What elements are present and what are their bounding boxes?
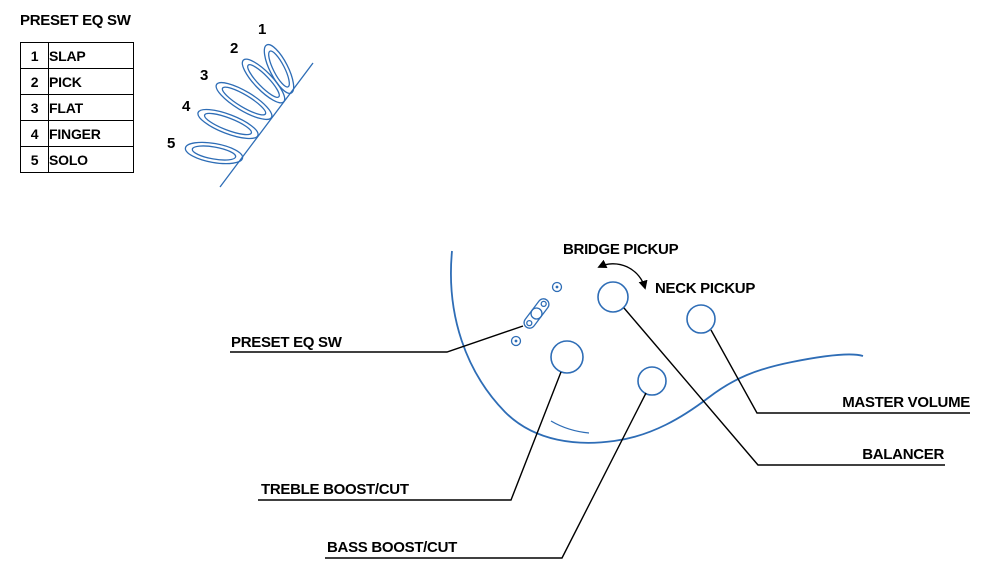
label-neck-pickup: NECK PICKUP bbox=[655, 280, 756, 297]
position-number-cell: 5 bbox=[20, 146, 49, 173]
table-row: 3 FLAT bbox=[20, 94, 134, 121]
label-bass-boost-cut: BASS BOOST/CUT bbox=[327, 539, 457, 556]
switch-position-number-1: 1 bbox=[258, 21, 267, 38]
body-outline bbox=[450, 250, 864, 444]
leader-bass bbox=[325, 392, 647, 559]
label-bridge-pickup: BRIDGE PICKUP bbox=[563, 241, 679, 258]
switch-axis-line bbox=[219, 62, 314, 188]
leader-master-volume bbox=[710, 329, 970, 414]
switch-position-number-3: 3 bbox=[200, 67, 209, 84]
leader-preset-eq-sw bbox=[230, 325, 524, 353]
leader-treble bbox=[258, 371, 562, 501]
label-master-volume: MASTER VOLUME bbox=[842, 394, 970, 411]
switch-position-number-2: 2 bbox=[230, 40, 239, 57]
position-number-cell: 4 bbox=[20, 120, 49, 147]
switch-petal-2 bbox=[241, 58, 286, 104]
label-balancer: BALANCER bbox=[862, 446, 944, 463]
preset-eq-table: 1 SLAP 2 PICK 3 FLAT 4 FINGER 5 SOLO bbox=[20, 42, 134, 173]
rotation-arrow bbox=[597, 259, 648, 290]
position-number-cell: 3 bbox=[20, 94, 49, 121]
position-name-cell: FLAT bbox=[48, 94, 134, 121]
switch-position-number-4: 4 bbox=[182, 98, 191, 115]
rotary-switch-fan bbox=[184, 43, 314, 188]
screw-icon bbox=[510, 335, 522, 347]
screw-icon bbox=[551, 281, 563, 293]
position-number-cell: 1 bbox=[20, 42, 49, 69]
switch-position-number-5: 5 bbox=[167, 135, 176, 152]
leader-balancer bbox=[623, 307, 945, 466]
label-preset-eq-sw: PRESET EQ SW bbox=[231, 334, 342, 351]
jack-plate bbox=[550, 420, 590, 434]
table-row: 4 FINGER bbox=[20, 120, 134, 147]
switch-petal-5 bbox=[184, 141, 244, 165]
position-name-cell: PICK bbox=[48, 68, 134, 95]
balancer-knob bbox=[597, 281, 629, 313]
position-name-cell: SOLO bbox=[48, 146, 134, 173]
position-number-cell: 2 bbox=[20, 68, 49, 95]
table-row: 2 PICK bbox=[20, 68, 134, 95]
table-row: 1 SLAP bbox=[20, 42, 134, 69]
table-row: 5 SOLO bbox=[20, 146, 134, 173]
switch-petal-1 bbox=[263, 43, 295, 95]
preset-eq-table-title: PRESET EQ SW bbox=[20, 12, 131, 29]
switch-petal-3 bbox=[215, 81, 273, 121]
preset-eq-switch bbox=[510, 281, 563, 347]
master-volume-knob bbox=[686, 304, 716, 334]
bass-knob bbox=[637, 366, 667, 396]
treble-knob bbox=[550, 340, 584, 374]
position-name-cell: SLAP bbox=[48, 42, 134, 69]
label-treble-boost-cut: TREBLE BOOST/CUT bbox=[261, 481, 409, 498]
position-name-cell: FINGER bbox=[48, 120, 134, 147]
switch-petal-4 bbox=[197, 108, 259, 140]
